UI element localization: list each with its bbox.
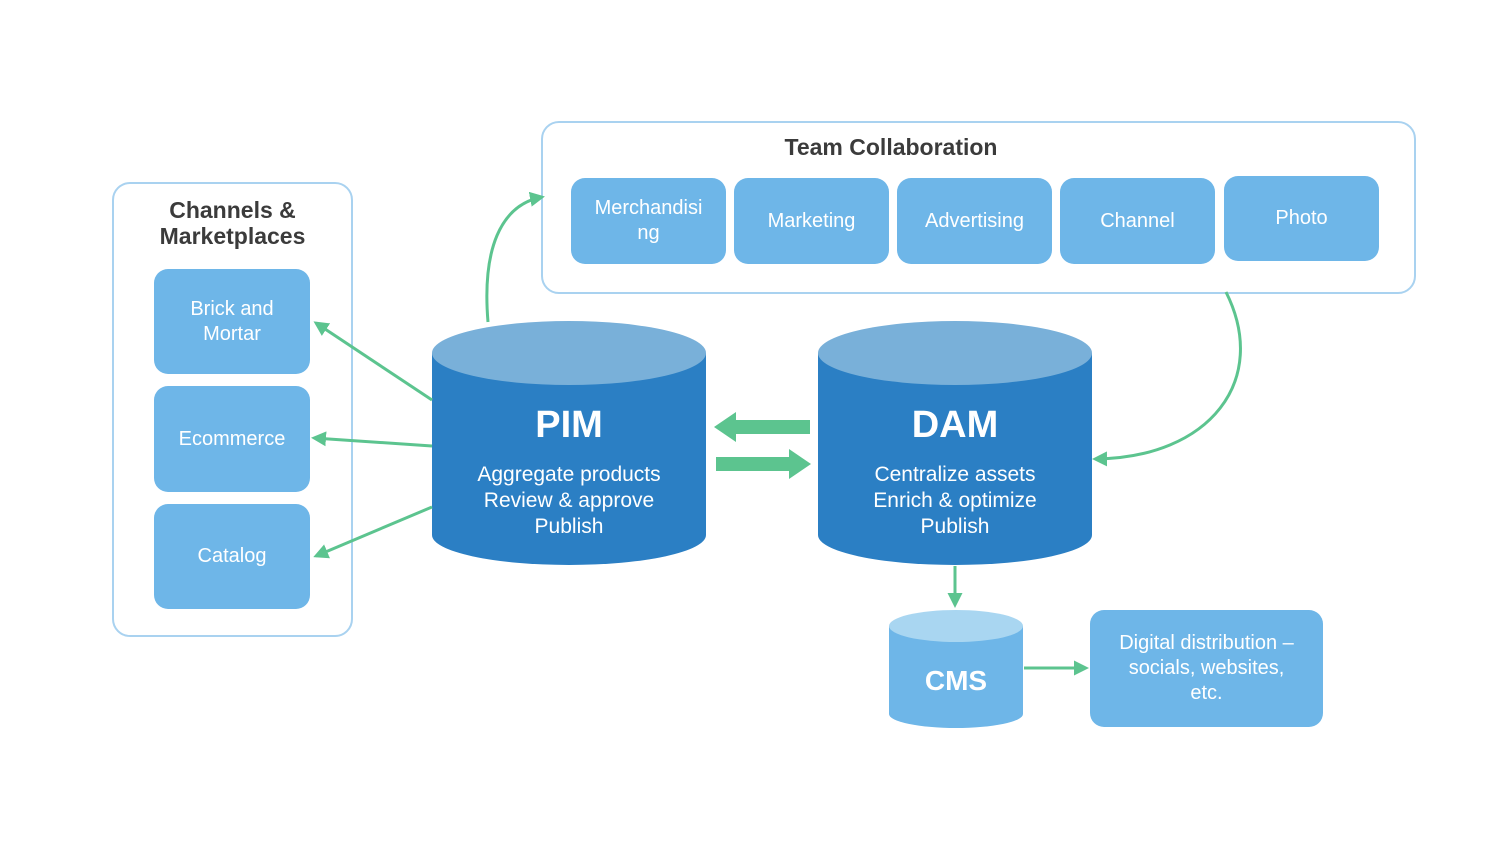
pim-cylinder	[432, 321, 706, 565]
team-collaboration-title: Team Collaboration	[784, 134, 998, 160]
arrow-pim-to-dam	[716, 449, 811, 479]
arrow-pim-to-team	[485, 191, 545, 323]
dam-title: DAM	[911, 404, 999, 446]
pim-title: PIM	[535, 404, 603, 446]
team-box-merchandising: Merchandisi ng	[571, 178, 726, 264]
cms-title: CMS	[924, 665, 988, 696]
pim-description: Aggregate products Review & approve Publ…	[477, 463, 661, 538]
arrow-dam-to-pim	[714, 412, 810, 442]
dam-cylinder	[818, 321, 1092, 565]
channel-box-ecommerce: Ecommerce	[154, 386, 310, 492]
channel-box-catalog: Catalog	[154, 504, 310, 609]
dam-description: Centralize assets Enrich & optimize Publ…	[873, 463, 1037, 538]
arrow-pim-to-brick	[313, 321, 433, 402]
team-box-advertising: Advertising	[897, 178, 1052, 264]
team-box-photo: Photo	[1224, 176, 1379, 261]
arrow-pim-to-ecommerce	[311, 431, 433, 448]
team-box-marketing: Marketing	[734, 178, 889, 264]
channels-title: Channels & Marketplaces	[159, 197, 306, 249]
cms-cylinder	[889, 610, 1023, 728]
distribution-box: Digital distribution – socials, websites…	[1090, 610, 1323, 727]
arrow-team-to-dam	[1092, 291, 1242, 467]
arrow-pim-to-catalog	[313, 505, 433, 559]
team-box-channel: Channel	[1060, 178, 1215, 264]
channel-box-brick-and-mortar: Brick and Mortar	[154, 269, 310, 374]
